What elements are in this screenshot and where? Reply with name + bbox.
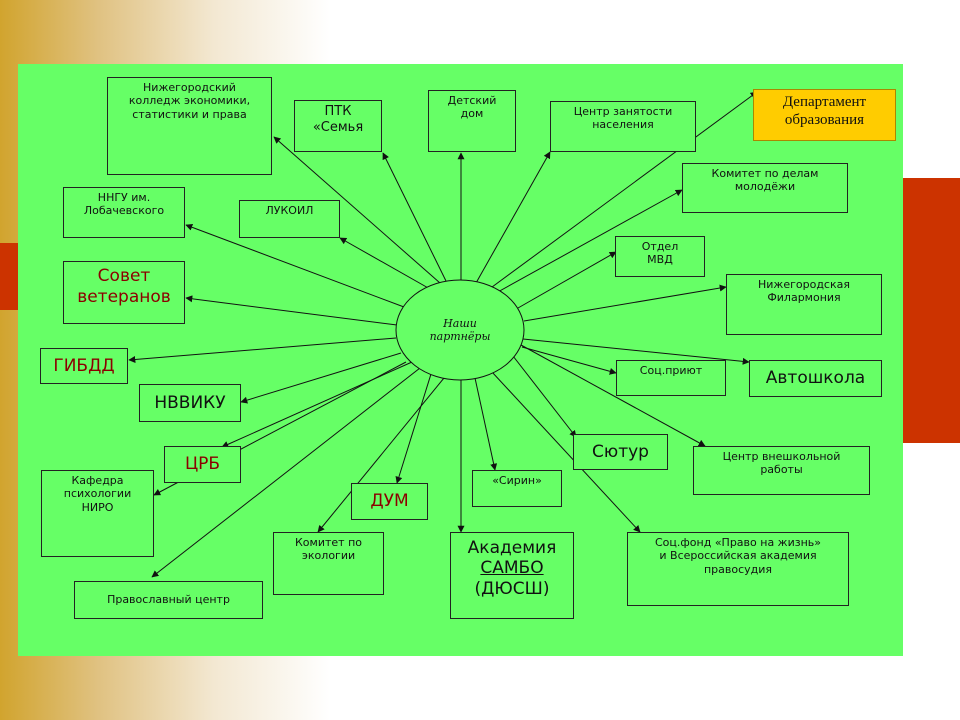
node-sirin: «Сирин» [472, 470, 562, 507]
node-otdel-mvd-label: Отдел МВД [641, 240, 679, 267]
node-sotsfond: Соц.фонд «Право на жизнь» и Всероссийска… [627, 532, 849, 606]
node-nngu: ННГУ им. Лобачевского [63, 187, 185, 238]
node-departament-label: Департамент образования [782, 94, 867, 129]
arrow-to-departament [487, 91, 758, 291]
node-komitet-molodezh-label: Комитет по делам молодёжи [711, 167, 819, 194]
node-komitet-molodezh: Комитет по делам молодёжи [682, 163, 848, 213]
node-avtoshkola-label: Автошкола [765, 368, 866, 389]
node-sirin-label: «Сирин» [492, 474, 542, 487]
node-dum: ДУМ [351, 483, 428, 520]
arrow-to-pravoslavny [151, 367, 421, 578]
node-tsentr-vneshk: Центр внешкольной работы [693, 446, 870, 495]
arrow-to-sotsfond [491, 371, 641, 533]
arrow-to-avtoshkola [522, 338, 750, 365]
arrow-to-tsrb [221, 361, 413, 448]
node-nngu-label: ННГУ им. Лобачевского [83, 191, 165, 218]
right-red-tab [902, 178, 960, 443]
node-lukoil-label: ЛУКОИЛ [265, 204, 314, 217]
node-tsrb-label: ЦРБ [184, 454, 221, 475]
node-filarmoniya-label: Нижегородская Филармония [758, 278, 850, 305]
node-syutur-label: Сютур [592, 441, 649, 462]
node-otdel-mvd: Отдел МВД [615, 236, 705, 277]
hub-ellipse [395, 279, 525, 381]
arrow-to-tsentr-vneshk [520, 344, 706, 447]
node-departament: Департамент образования [753, 89, 896, 141]
node-gibdd: ГИБДД [40, 348, 128, 384]
node-avtoshkola: Автошкола [749, 360, 882, 397]
left-red-tab [0, 243, 20, 310]
node-sovet: Совет ветеранов [63, 261, 185, 324]
node-filarmoniya: Нижегородская Филармония [726, 274, 882, 335]
arrow-to-sovet [185, 295, 398, 326]
arrow-to-sots-priyut [521, 346, 617, 375]
node-ptk: ПТК «Семья [294, 100, 382, 152]
node-kafedra: Кафедра психологии НИРО [41, 470, 154, 557]
node-akademiya-line2: САМБО [480, 558, 544, 579]
node-tsentr-zanyatosti: Центр занятости населения [550, 101, 696, 152]
arrow-to-nvviku [240, 352, 402, 404]
node-dum-label: ДУМ [370, 491, 409, 512]
arrow-to-lukoil [339, 237, 431, 290]
node-tsentr-vneshk-label: Центр внешкольной работы [722, 450, 841, 477]
node-akademiya-line1: Академия [467, 538, 557, 558]
node-detsky-dom: Детский дом [428, 90, 516, 152]
arrow-to-ptk [382, 152, 447, 282]
node-detsky-dom-label: Детский дом [447, 94, 497, 121]
node-nvviku: НВВИКУ [139, 384, 241, 422]
node-sovet-label: Совет ветеранов [77, 266, 171, 307]
node-komitet-ekologii-label: Комитет по экологии [295, 536, 362, 563]
arrow-to-filarmoniya [523, 284, 727, 322]
node-ptk-label: ПТК «Семья [312, 104, 364, 135]
arrow-to-komitet-ekologii [317, 377, 445, 533]
node-pravoslavny-label: Православный центр [107, 593, 230, 607]
node-pravoslavny: Православный центр [74, 581, 263, 619]
arrow-to-sirin [474, 377, 498, 471]
node-syutur: Сютур [573, 434, 668, 470]
node-nvviku-label: НВВИКУ [154, 392, 226, 413]
node-sotsfond-label: Соц.фонд «Право на жизнь» и Всероссийска… [655, 536, 821, 576]
node-akademiya: Академия САМБО (ДЮСШ) [450, 532, 574, 619]
arrow-to-syutur [512, 355, 577, 438]
node-kolledzh-label: Нижегородский колледж экономики, статист… [128, 81, 251, 121]
arrow-to-komitet-molodezh [495, 189, 683, 294]
arrow-to-otdel-mvd [517, 251, 617, 309]
arrow-to-gibdd [128, 337, 397, 363]
arrow-to-kolledzh [273, 136, 441, 284]
node-kolledzh: Нижегородский колледж экономики, статист… [107, 77, 272, 175]
node-komitet-ekologii: Комитет по экологии [273, 532, 384, 595]
node-kafedra-label: Кафедра психологии НИРО [63, 474, 132, 514]
hub-label: Наши партнёры [429, 316, 491, 343]
node-tsentr-zanyatosti-label: Центр занятости населения [573, 105, 673, 132]
node-akademiya-line3: (ДЮСШ) [474, 578, 550, 599]
arrow-to-tsentr-zanyatosti [475, 151, 551, 284]
hub-node: Наши партнёры [396, 290, 524, 370]
node-lukoil: ЛУКОИЛ [239, 200, 340, 238]
node-tsrb: ЦРБ [164, 446, 241, 483]
arrow-to-dum [395, 373, 432, 484]
node-sots-priyut-label: Соц.приют [639, 364, 703, 377]
arrow-to-nngu [185, 223, 405, 308]
node-gibdd-label: ГИБДД [53, 355, 115, 376]
node-sots-priyut: Соц.приют [616, 360, 726, 396]
